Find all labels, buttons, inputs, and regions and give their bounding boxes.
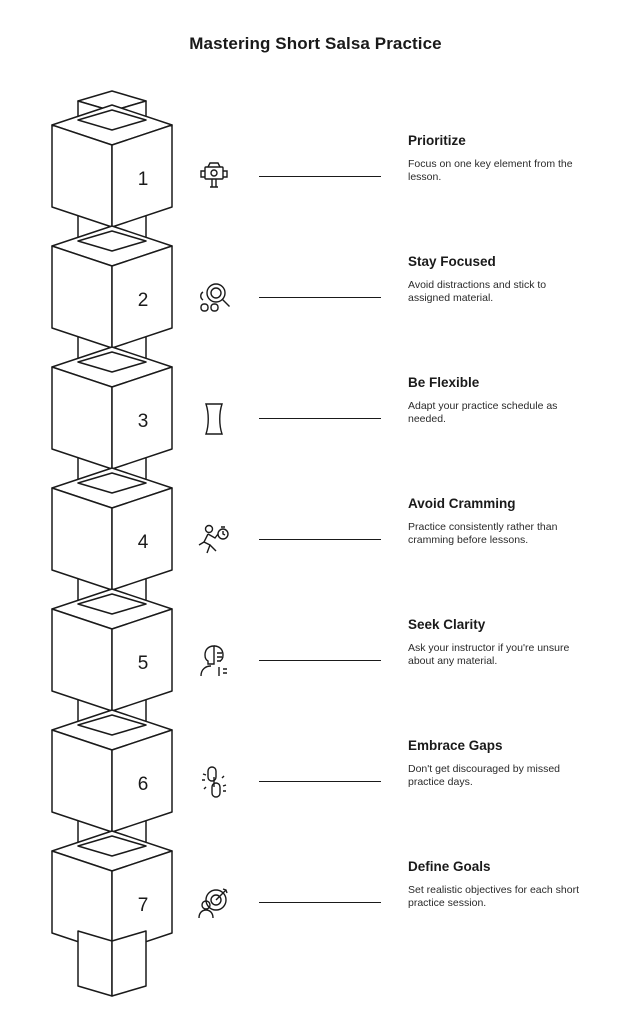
tower-block-7: 7 — [51, 830, 173, 954]
step-description: Practice consistently rather than crammi… — [408, 521, 558, 546]
step-description: Avoid distractions and stick to assigned… — [408, 279, 547, 304]
thinking-person-icon — [194, 641, 234, 681]
step-description: Ask your instructor if you're unsure abo… — [408, 642, 570, 667]
step-heading: Embrace Gaps — [408, 738, 503, 753]
connector-line — [259, 781, 381, 782]
block-number: 2 — [138, 290, 149, 311]
tower-foot — [77, 930, 147, 997]
target-person-icon — [194, 883, 234, 923]
step-heading: Seek Clarity — [408, 617, 486, 632]
connector-line — [259, 902, 381, 903]
step-description: Don't get discouraged by missed practice… — [408, 763, 561, 788]
block-number: 4 — [138, 532, 149, 553]
block-number: 7 — [138, 895, 149, 916]
magnifier-focus-icon — [194, 278, 234, 318]
step-description: Adapt your practice schedule as needed. — [408, 400, 558, 425]
connector-line — [259, 539, 381, 540]
block-number: 5 — [138, 653, 149, 674]
block-number: 1 — [138, 169, 149, 190]
step-heading: Avoid Cramming — [408, 496, 516, 511]
block-number: 6 — [138, 774, 149, 795]
step-heading: Define Goals — [408, 859, 491, 874]
projector-icon — [194, 157, 234, 197]
step-description: Focus on one key element from the lesson… — [408, 158, 573, 183]
step-description: Set realistic objectives for each short … — [408, 884, 579, 909]
tower-block-5: 5 — [51, 588, 173, 740]
flexible-shape-icon — [194, 399, 234, 439]
connector-line — [259, 176, 381, 177]
connector-line — [259, 297, 381, 298]
connector-line — [259, 660, 381, 661]
step-heading: Stay Focused — [408, 254, 496, 269]
step-heading: Be Flexible — [408, 375, 480, 390]
diagram-title: Mastering Short Salsa Practice — [189, 34, 442, 53]
block-number: 3 — [138, 411, 149, 432]
tower-block-3: 3 — [51, 346, 173, 498]
step-heading: Prioritize — [408, 133, 466, 148]
running-timer-icon — [194, 520, 234, 560]
connector-line — [259, 418, 381, 419]
tower-block-6: 6 — [51, 709, 173, 861]
broken-chain-icon — [194, 762, 234, 802]
